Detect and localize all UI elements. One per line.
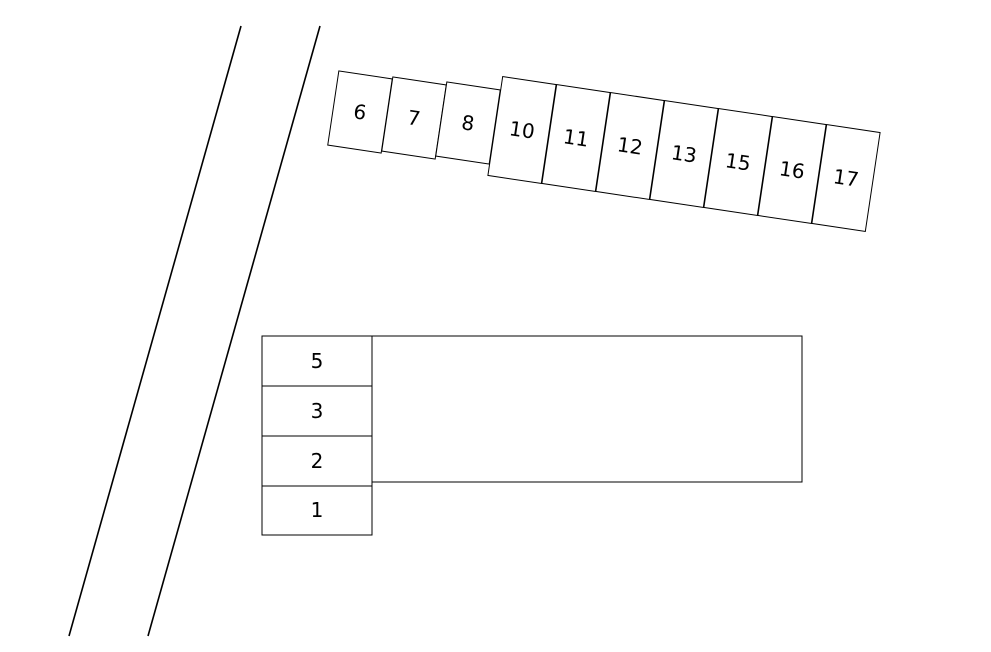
stall-label: 17 <box>832 164 861 191</box>
stall-13: 13 <box>649 99 719 209</box>
stall-15: 15 <box>703 107 773 217</box>
stall-2: 2 <box>261 435 373 487</box>
stall-label: 10 <box>508 116 537 143</box>
stall-1: 1 <box>261 485 373 536</box>
stall-label: 16 <box>778 156 807 183</box>
stall-label: 1 <box>311 498 324 522</box>
stall-label: 3 <box>311 399 324 423</box>
stall-8: 8 <box>435 81 501 165</box>
stall-label: 6 <box>352 99 368 125</box>
stall-label: 2 <box>311 449 324 473</box>
stall-label: 8 <box>460 110 476 136</box>
stall-label: 5 <box>311 349 324 373</box>
stall-6: 6 <box>327 70 393 154</box>
stall-label: 13 <box>670 140 699 167</box>
stall-label: 12 <box>616 132 645 159</box>
stall-7: 7 <box>381 76 447 160</box>
stall-label: 15 <box>724 148 753 175</box>
stall-12: 12 <box>595 91 665 201</box>
vertical-stall-column: 5 3 2 1 <box>261 335 373 536</box>
stall-3: 3 <box>261 385 373 437</box>
stall-label: 11 <box>562 124 591 151</box>
angled-stall-row: 6 7 8 10 11 12 13 15 <box>327 70 881 233</box>
stall-label: 7 <box>406 105 422 131</box>
stall-10: 10 <box>487 75 557 185</box>
building-outline <box>371 335 803 483</box>
stall-16: 16 <box>757 115 827 225</box>
stall-11: 11 <box>541 83 611 193</box>
road-edge-right <box>147 25 321 637</box>
stall-17: 17 <box>811 123 881 233</box>
stall-5: 5 <box>261 335 373 387</box>
road-edge-left <box>68 25 242 637</box>
